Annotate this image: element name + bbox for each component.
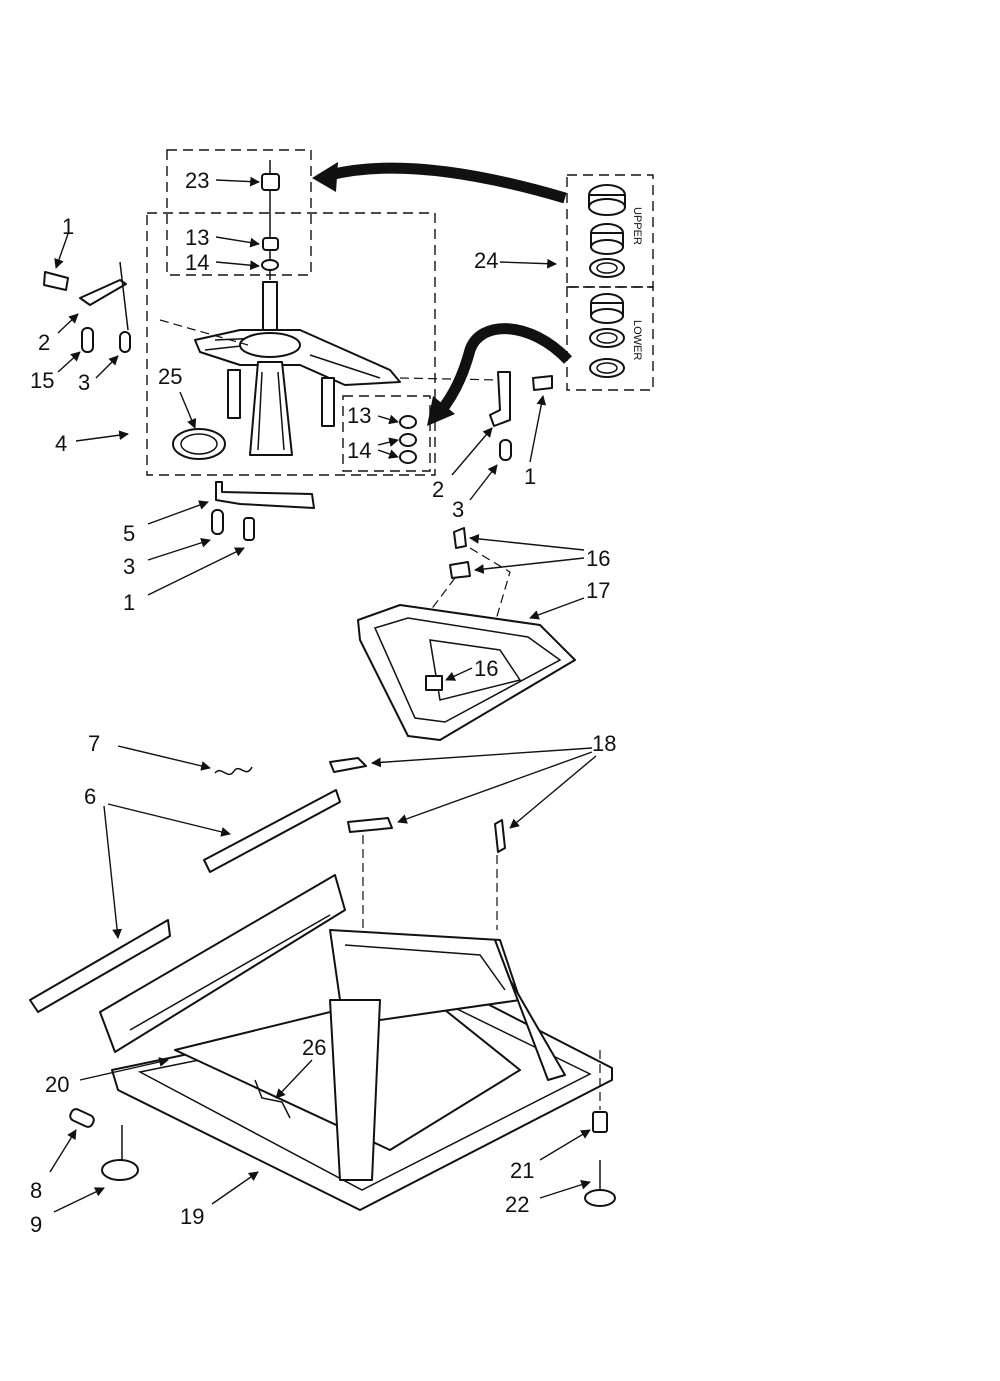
top-bearings	[261, 160, 280, 280]
callout-25: 25	[158, 364, 182, 389]
kit-arrows	[312, 162, 572, 426]
leader-arrows	[49, 176, 597, 1213]
callout-13-top: 13	[185, 225, 209, 250]
callout-22: 22	[505, 1192, 529, 1217]
callout-24: 24	[474, 248, 498, 273]
callout-9: 9	[30, 1212, 42, 1237]
feet	[69, 1050, 616, 1207]
callout-14-top: 14	[185, 250, 209, 275]
callout-26: 26	[302, 1035, 326, 1060]
gearcase-assembly	[159, 281, 401, 460]
callout-3-lower: 3	[123, 554, 135, 579]
callout-3-left: 3	[78, 370, 90, 395]
callout-20: 20	[45, 1072, 69, 1097]
callout-labels: 23 13 14 1 2 15 3 25 4 13 14 24 2 3 1 5 …	[30, 168, 616, 1237]
callout-1-left: 1	[62, 214, 74, 239]
lower-kit-box	[566, 286, 654, 391]
callout-14-side: 14	[347, 438, 371, 463]
base-frame	[99, 874, 613, 1211]
callout-19: 19	[180, 1204, 204, 1229]
lower-label: LOWER	[631, 320, 643, 360]
lower-bracket-5	[211, 481, 315, 541]
clips-and-frame	[357, 527, 576, 741]
right-bracket-assembly	[399, 371, 553, 461]
callout-15: 15	[30, 368, 54, 393]
lower-bearing-set	[589, 293, 625, 378]
spring-7	[214, 766, 253, 776]
callout-4: 4	[55, 431, 67, 456]
callout-1-lower: 1	[123, 590, 135, 615]
callout-16-upper: 16	[586, 546, 610, 571]
side-bearings	[399, 415, 417, 464]
callout-7: 7	[88, 731, 100, 756]
clips-18	[329, 757, 506, 1040]
left-bracket-assembly	[43, 261, 131, 353]
bearing-kit: UPPER LOWER	[588, 184, 643, 378]
upper-bearing-set	[588, 184, 626, 278]
callout-2-left: 2	[38, 330, 50, 355]
callout-2-right: 2	[432, 477, 444, 502]
callout-3-right: 3	[452, 497, 464, 522]
upper-label: UPPER	[631, 207, 643, 245]
callout-17: 17	[586, 578, 610, 603]
gearcase-box	[146, 212, 436, 476]
callout-23: 23	[185, 168, 209, 193]
callout-5: 5	[123, 521, 135, 546]
callout-18: 18	[592, 731, 616, 756]
callout-16-lower: 16	[474, 656, 498, 681]
dashed-group-boxes	[146, 149, 654, 476]
upper-kit-box	[566, 174, 654, 288]
rails-6	[29, 789, 341, 1013]
callout-6: 6	[84, 784, 96, 809]
callout-8: 8	[30, 1178, 42, 1203]
callout-21: 21	[510, 1158, 534, 1183]
callout-1-right: 1	[524, 464, 536, 489]
top-bearing-box	[166, 149, 312, 276]
callout-13-side: 13	[347, 403, 371, 428]
